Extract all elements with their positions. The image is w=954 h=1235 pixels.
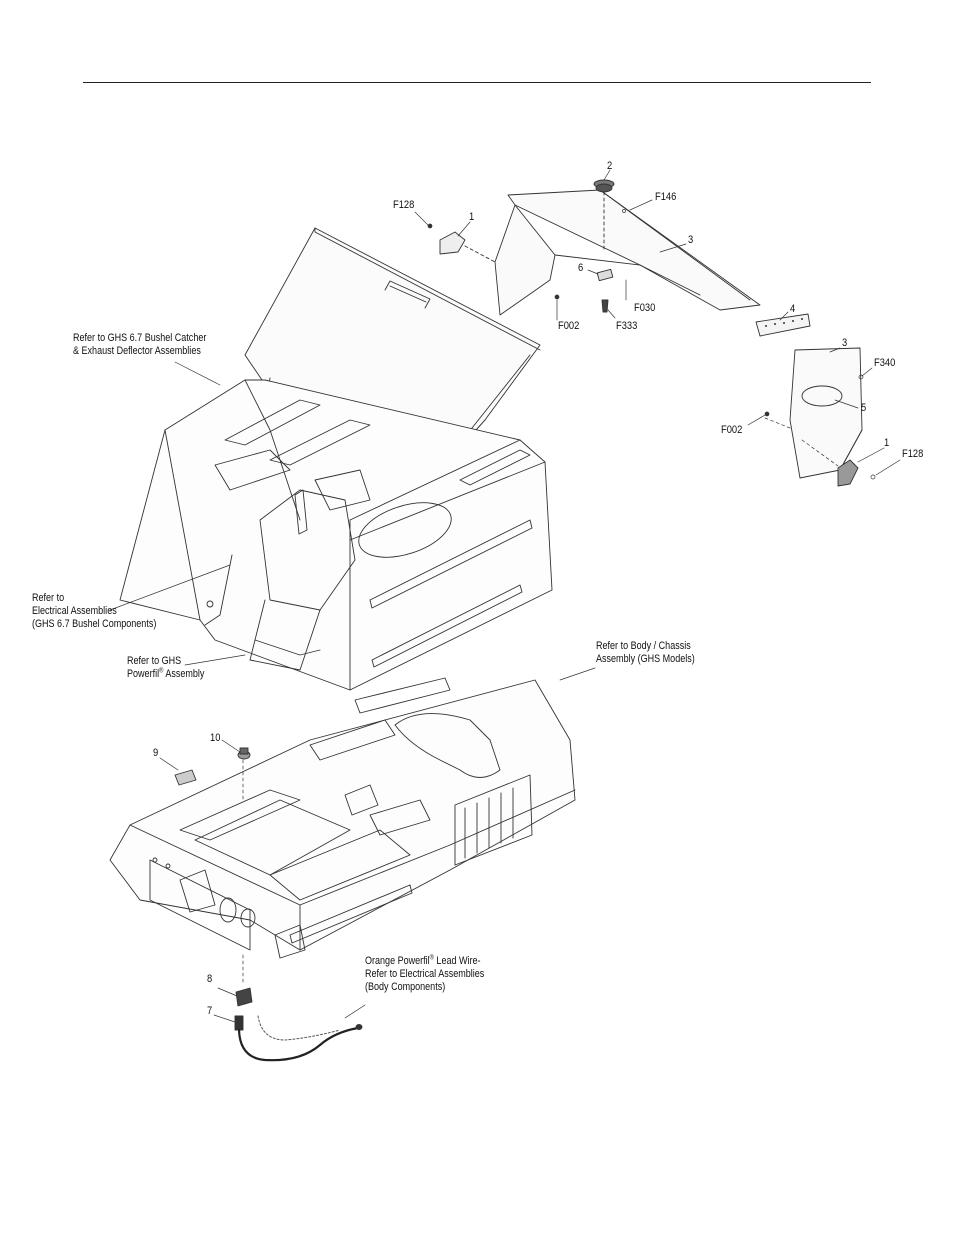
callout-f002-right: F002: [721, 424, 743, 436]
toggle-switch-part: [235, 987, 253, 1007]
bushel-catcher-body: [119, 379, 553, 691]
hinge-part: [755, 313, 811, 337]
switch-part: [237, 747, 251, 760]
callout-2: 2: [607, 160, 613, 172]
header-rule: [83, 82, 871, 83]
chassis-body: [109, 677, 576, 959]
washer-part: [596, 268, 614, 282]
screw-part: [601, 299, 609, 313]
callout-f340: F340: [874, 357, 896, 369]
callout-5: 5: [861, 402, 867, 414]
callout-f333: F333: [616, 320, 638, 332]
callout-f002-top: F002: [558, 320, 580, 332]
callout-9: 9: [153, 747, 159, 759]
callout-f146: F146: [655, 191, 677, 203]
callout-3-top: 3: [688, 234, 694, 246]
decal-part: [174, 769, 197, 786]
deflector-plate-right: [789, 347, 863, 479]
lead-wire: [237, 1026, 360, 1062]
note-lead-wire: Orange Powerfil® Lead Wire- Refer to Ele…: [365, 954, 485, 993]
note-electrical-assemblies: Refer to Electrical Assemblies (GHS 6.7 …: [32, 592, 157, 630]
callout-10: 10: [210, 732, 221, 744]
connector-part: [234, 1015, 244, 1031]
bracket-part-right: [837, 459, 859, 487]
callout-f030: F030: [634, 302, 656, 314]
note-powerfill-assembly: Refer to GHS Powerfil® Assembly: [127, 655, 205, 680]
callout-1-right: 1: [884, 437, 890, 449]
callout-f128-right: F128: [902, 448, 924, 460]
callout-8: 8: [207, 973, 213, 985]
callout-6: 6: [578, 262, 584, 274]
note-body-chassis: Refer to Body / Chassis Assembly (GHS Mo…: [596, 640, 695, 665]
callout-f128-top: F128: [393, 199, 415, 211]
exhaust-deflector-upper: [494, 189, 761, 316]
callout-4: 4: [790, 303, 796, 315]
note-bushel-catcher: Refer to GHS 6.7 Bushel Catcher & Exhaus…: [73, 332, 207, 357]
callout-7: 7: [207, 1005, 213, 1017]
callout-3-right: 3: [842, 337, 848, 349]
bracket-part-top: [439, 231, 466, 255]
callout-1-top: 1: [469, 211, 475, 223]
